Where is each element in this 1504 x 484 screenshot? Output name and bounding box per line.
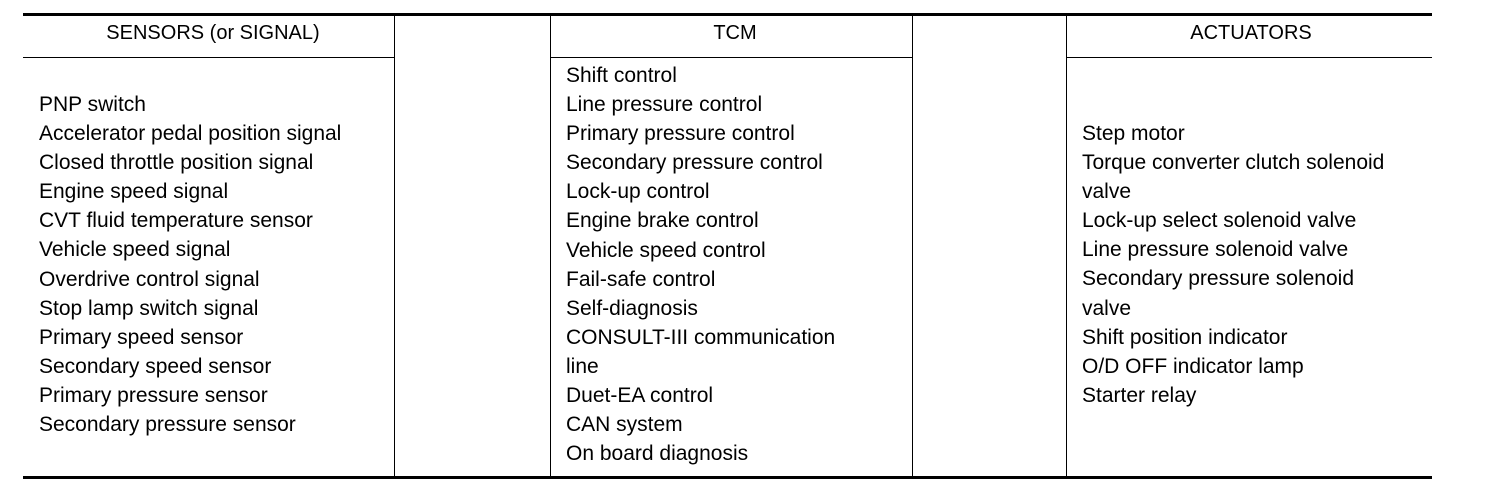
- sensors-list-item: Secondary speed sensor: [39, 354, 272, 378]
- actuators-header: ACTUATORS: [1190, 22, 1312, 44]
- column-divider: [1066, 15, 1067, 477]
- column-divider: [394, 15, 395, 477]
- table-top-rule: [23, 13, 1432, 16]
- sensors-list-item: Stop lamp switch signal: [39, 296, 259, 320]
- sensors-header: SENSORS (or SIGNAL): [106, 22, 320, 44]
- tcm-list-item: Lock-up control: [566, 180, 710, 204]
- sensors-list-item: Vehicle speed signal: [39, 238, 231, 262]
- tcm-list-item: On board diagnosis: [566, 442, 749, 466]
- column-divider: [912, 15, 913, 477]
- tcm-header: TCM: [713, 22, 757, 44]
- actuators-list-item: Lock-up select solenoid valve: [1082, 209, 1357, 233]
- actuators-list-item: valve: [1082, 296, 1132, 320]
- tcm-list-item: Shift control: [566, 64, 677, 87]
- tcm-list-item: CAN system: [566, 413, 683, 437]
- actuators-list-item: Line pressure solenoid valve: [1082, 238, 1349, 262]
- sensors-list-item: Closed throttle position signal: [39, 151, 314, 175]
- sensors-list-item: Engine speed signal: [39, 180, 229, 204]
- sensors-list-item: Secondary pressure sensor: [39, 413, 296, 437]
- sensors-list-item: PNP switch: [39, 93, 146, 116]
- sensors-header-underline: [23, 57, 394, 58]
- actuators-list-item: Step motor: [1082, 122, 1185, 145]
- tcm-list-item: Engine brake control: [566, 209, 759, 233]
- tcm-list-item: CONSULT-III communication: [566, 325, 836, 349]
- sensors-list-item: Primary speed sensor: [39, 325, 244, 349]
- tcm-list-item: Self-diagnosis: [566, 296, 698, 320]
- tcm-list-item: Duet-EA control: [566, 384, 714, 408]
- tcm-list-item: Vehicle speed control: [566, 238, 766, 262]
- actuators-list-item: valve: [1082, 180, 1132, 204]
- sensors-list-item: CVT fluid temperature sensor: [39, 209, 313, 233]
- actuators-list-item: Torque converter clutch solenoid: [1082, 151, 1385, 175]
- actuators-list-item: Secondary pressure solenoid: [1082, 267, 1354, 291]
- actuators-list-item: Starter relay: [1082, 383, 1197, 407]
- column-divider: [550, 15, 551, 477]
- sensors-list-item: Overdrive control signal: [39, 267, 260, 291]
- tcm-list-item: Secondary pressure control: [566, 151, 823, 175]
- tcm-list-item: Fail-safe control: [566, 267, 716, 291]
- tcm-list-item: Primary pressure control: [566, 122, 795, 146]
- table-bottom-rule: [23, 476, 1432, 479]
- actuators-header-underline: [1066, 57, 1432, 58]
- tcm-list-item: line: [566, 354, 599, 378]
- sensors-list-item: Accelerator pedal position signal: [39, 122, 342, 146]
- actuators-list-item: Shift position indicator: [1082, 325, 1288, 349]
- sensors-list-item: Primary pressure sensor: [39, 383, 268, 407]
- actuators-list-item: O/D OFF indicator lamp: [1082, 354, 1304, 378]
- tcm-list-item: Line pressure control: [566, 93, 763, 117]
- tcm-header-underline: [550, 57, 912, 58]
